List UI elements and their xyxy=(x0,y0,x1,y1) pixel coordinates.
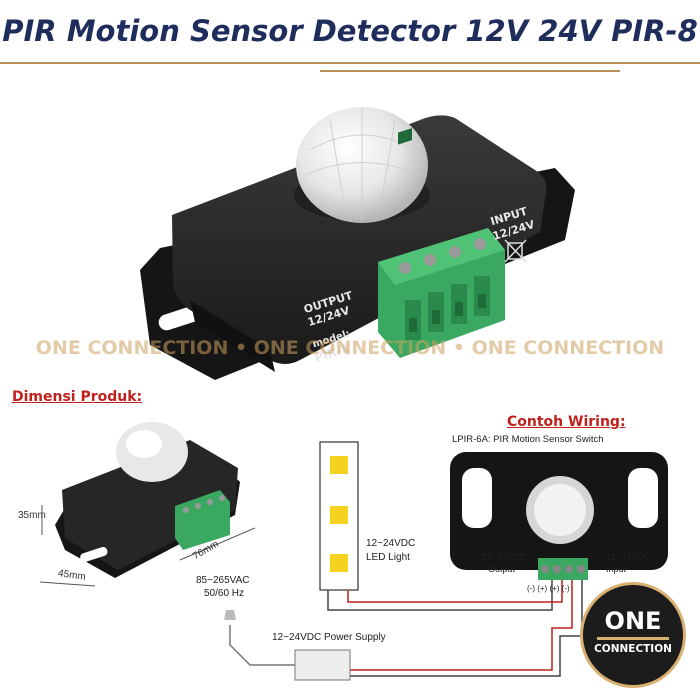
terminal-polarity: (-) (+) (+) (-) xyxy=(527,584,570,593)
power-supply xyxy=(294,649,351,681)
page-title: PIR Motion Sensor Detector 12V 24V PIR-8 xyxy=(2,14,698,48)
switch-caption: LPIR-6A: PIR Motion Sensor Switch xyxy=(452,434,604,445)
power-supply-label: 12~24VDC Power Supply xyxy=(272,632,386,643)
terminal-screws xyxy=(399,238,486,274)
case-front-face xyxy=(190,300,275,372)
title-underline-left xyxy=(0,62,700,64)
logo-line-two: CONNECTION xyxy=(594,643,672,655)
watermark-text: ONE CONNECTION • ONE CONNECTION • ONE CO… xyxy=(35,337,665,359)
wiring-diagram xyxy=(224,441,668,681)
led-name-label: LED Light xyxy=(366,552,410,563)
logo-divider xyxy=(597,637,669,640)
led-voltage-label: 12~24VDC xyxy=(366,538,416,549)
ac-voltage-label: 85~265VAC xyxy=(196,575,250,586)
main-sensor-illustration xyxy=(140,107,575,380)
title-underline-right xyxy=(320,70,620,72)
input-voltage-text: 12~24VDC xyxy=(606,552,651,562)
ac-frequency-label: 50/60 Hz xyxy=(204,588,245,599)
wiring-title: Contoh Wiring: xyxy=(507,414,626,430)
one-connection-logo: ONE CONNECTION xyxy=(580,582,686,688)
dimensions-title: Dimensi Produk: xyxy=(12,389,143,405)
output-voltage-text: 12~24VDC xyxy=(482,552,527,562)
mounting-slot xyxy=(158,305,203,331)
dimension-height: 35mm xyxy=(18,510,46,521)
dimension-illustration xyxy=(40,422,256,587)
recycle-bin-icon xyxy=(504,239,527,263)
logo-line-one: ONE xyxy=(604,607,662,635)
output-text: Output xyxy=(488,564,516,574)
case-body xyxy=(172,115,547,364)
input-text: Input xyxy=(606,564,627,574)
